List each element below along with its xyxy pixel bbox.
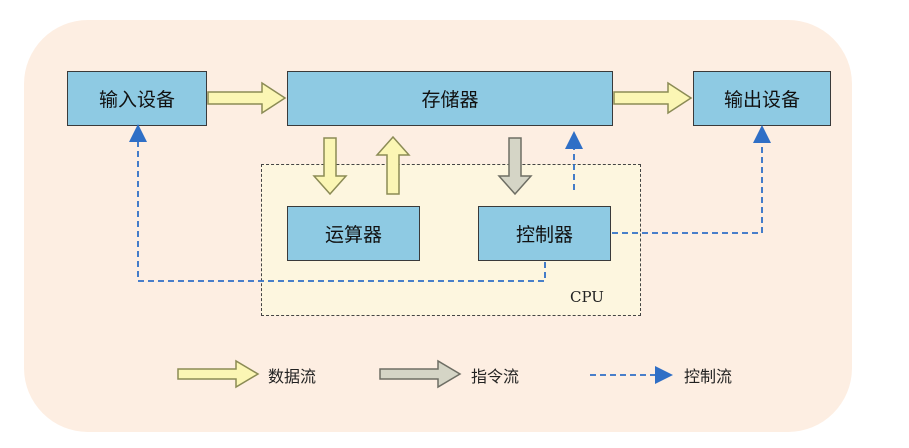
controller-box: 控制器 [478,206,611,261]
legend-instruction-arrow-icon [379,359,462,389]
alu-box: 运算器 [287,206,420,261]
control-arrow-controller-to-input [129,124,546,282]
data-arrow-memory-to-output [613,81,693,115]
legend-data-arrow-icon [177,359,260,389]
data-arrow-memory-to-alu [312,137,348,196]
legend-data-flow-label: 数据流 [268,367,317,386]
legend-control-flow-label: 控制流 [684,367,733,386]
instruction-arrow-memory-to-controller [497,137,533,196]
cpu-label: CPU [570,288,604,306]
data-arrow-alu-to-memory [375,135,411,195]
control-arrow-controller-to-output [612,125,771,234]
memory-box: 存储器 [287,71,613,126]
output-device-box: 输出设备 [693,71,831,126]
legend-instruction-flow-label: 指令流 [471,367,520,386]
data-arrow-input-to-memory [207,81,287,115]
